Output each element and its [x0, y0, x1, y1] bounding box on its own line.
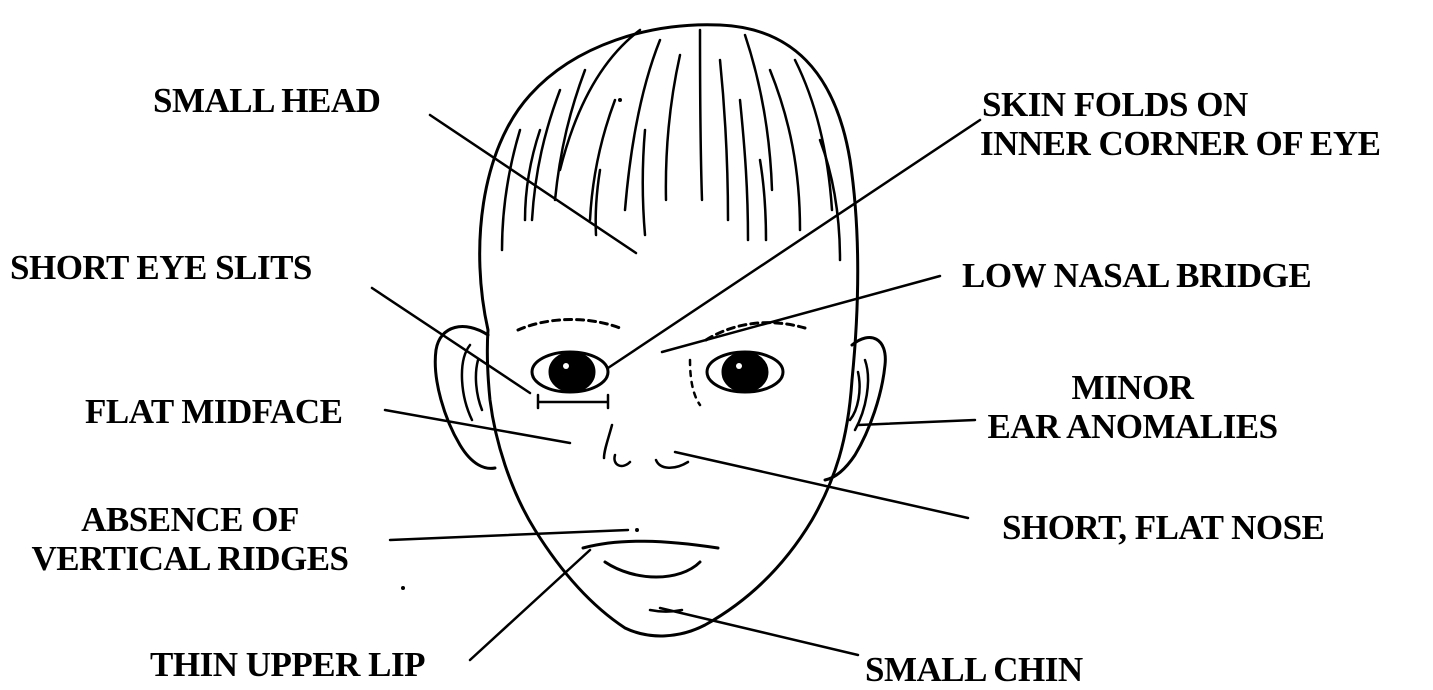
- label-short-flat-nose: SHORT, FLAT NOSE: [1002, 508, 1324, 547]
- nostrils: [614, 455, 688, 468]
- left-eyebrow: [518, 320, 620, 330]
- label-small-chin: SMALL CHIN: [865, 650, 1083, 689]
- label-flat-midface: FLAT MIDFACE: [85, 392, 342, 431]
- nose-contour: [690, 360, 700, 405]
- label-absence-vertical-ridges: ABSENCE OF VERTICAL RIDGES: [0, 500, 380, 578]
- label-thin-upper-lip: THIN UPPER LIP: [150, 645, 425, 684]
- label-low-nasal-bridge: LOW NASAL BRIDGE: [962, 256, 1311, 295]
- label-short-eye-slits: SHORT EYE SLITS: [10, 248, 312, 287]
- lower-lip: [605, 562, 700, 577]
- hair-strands: [502, 30, 840, 260]
- label-small-head: SMALL HEAD: [153, 81, 380, 120]
- eye-slit-bracket: [538, 395, 608, 408]
- label-skin-folds: SKIN FOLDS ON INNER CORNER OF EYE: [980, 85, 1381, 163]
- label-minor-ear-anomalies: MINOR EAR ANOMALIES: [975, 368, 1290, 446]
- upper-lip: [583, 541, 718, 548]
